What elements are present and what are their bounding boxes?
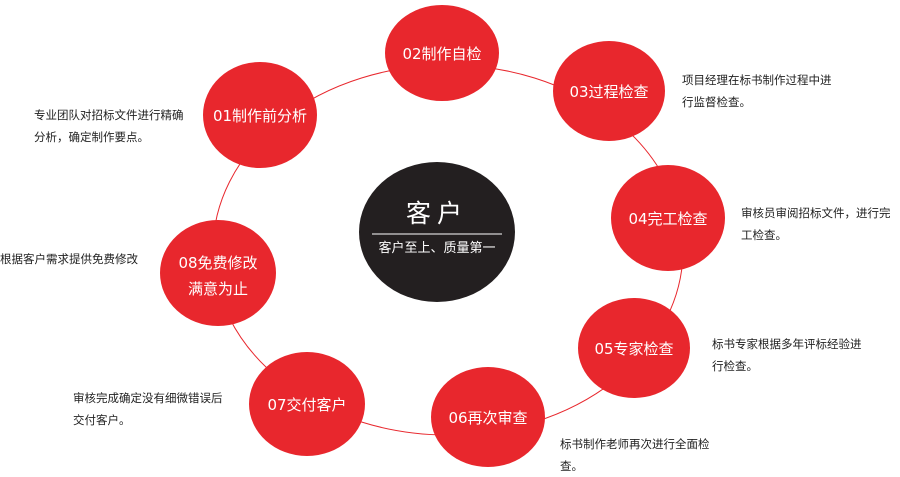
step-desc-01-line1: 专业团队对招标文件进行精确	[34, 108, 184, 122]
step-desc-04-line2: 工检查。	[741, 228, 787, 242]
step-label-05: 05专家检查	[594, 340, 673, 358]
step-desc-06: 标书制作老师再次进行全面检 查。	[560, 433, 710, 477]
step-node-07: 07交付客户	[249, 352, 365, 456]
step-node-03: 03过程检查	[553, 41, 665, 141]
step-desc-01-line2: 分析，确定制作要点。	[34, 130, 149, 144]
step-desc-08: 根据客户需求提供免费修改	[0, 248, 138, 270]
center-title: 客户	[406, 199, 468, 228]
step-label-06: 06再次审查	[448, 409, 527, 427]
step-node-06: 06再次审查	[431, 367, 545, 467]
step-desc-03: 项目经理在标书制作过程中进 行监督检查。	[682, 69, 832, 113]
step-node-05: 05专家检查	[578, 298, 690, 398]
step-desc-07: 审核完成确定没有细微错误后 交付客户。	[73, 387, 223, 431]
step-desc-07-line2: 交付客户。	[73, 413, 131, 427]
step-label-03: 03过程检查	[569, 83, 648, 101]
step-label-01: 01制作前分析	[213, 107, 307, 125]
step-label-07: 07交付客户	[267, 396, 346, 414]
step-desc-05: 标书专家根据多年评标经验进 行检查。	[712, 333, 862, 377]
step-desc-05-line1: 标书专家根据多年评标经验进	[712, 337, 862, 351]
step-desc-07-line1: 审核完成确定没有细微错误后	[73, 391, 223, 405]
step-label-08-line2: 满意为止	[188, 280, 248, 298]
step-desc-06-line2: 查。	[560, 459, 583, 473]
step-node-08: 08免费修改 满意为止	[160, 220, 276, 326]
step-desc-01: 专业团队对招标文件进行精确 分析，确定制作要点。	[34, 104, 184, 148]
step-desc-04: 审核员审阅招标文件，进行完 工检查。	[741, 202, 891, 246]
step-desc-05-line2: 行检查。	[712, 359, 758, 373]
step-desc-04-line1: 审核员审阅招标文件，进行完	[741, 206, 891, 220]
step-label-02: 02制作自检	[402, 45, 481, 63]
step-node-02: 02制作自检	[385, 5, 499, 101]
step-desc-06-line1: 标书制作老师再次进行全面检	[560, 437, 710, 451]
step-desc-08-line1: 根据客户需求提供免费修改	[0, 252, 138, 266]
step-desc-03-line2: 行监督检查。	[682, 95, 751, 109]
center-node: 客户 客户至上、质量第一	[359, 162, 515, 302]
step-node-04: 04完工检查	[611, 165, 725, 271]
step-label-04: 04完工检查	[628, 210, 707, 228]
step-desc-03-line1: 项目经理在标书制作过程中进	[682, 73, 832, 87]
center-subtitle: 客户至上、质量第一	[378, 240, 495, 256]
step-node-01: 01制作前分析	[203, 62, 317, 168]
step-label-08-line1: 08免费修改	[178, 254, 257, 272]
